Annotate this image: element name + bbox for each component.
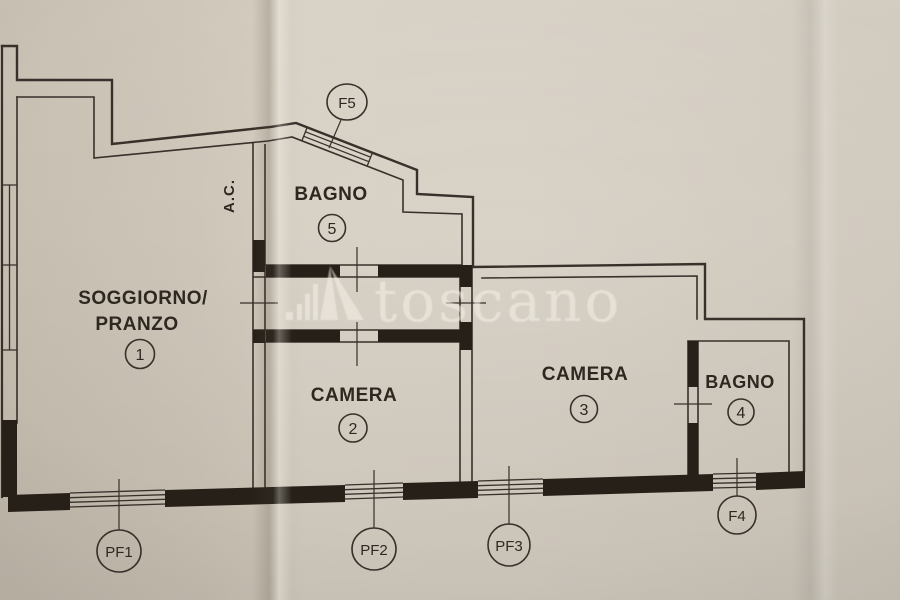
solid-wall-fills <box>2 240 805 512</box>
bagno5-wall-fill <box>266 265 340 277</box>
bagno4-wall-fill <box>688 423 698 478</box>
camera2-wall-fill <box>266 330 340 342</box>
corridor-wall-fill <box>460 322 472 350</box>
exterior-walls <box>0 44 806 499</box>
left-wall-fill <box>2 420 17 497</box>
room-camera3-label: CAMERA <box>542 364 628 385</box>
exterior-wall-inner <box>16 96 463 266</box>
divider-wall-fill <box>253 240 265 272</box>
camera3-top-wall-inner <box>481 275 698 320</box>
window-f5 <box>301 127 374 167</box>
leader-f5 <box>328 119 342 149</box>
tag-circle-pf2 <box>351 527 397 571</box>
bagno5-wall-fill <box>378 265 462 277</box>
corridor-wall-fill <box>460 265 472 287</box>
tag-circle-pf1 <box>96 529 142 573</box>
bottom-wall-segment <box>543 474 713 496</box>
window-pf3 <box>477 478 544 496</box>
bottom-wall-segment <box>165 485 345 507</box>
tag-pf1: PF1 <box>105 544 133 561</box>
room-camera3-number-circle <box>569 394 599 424</box>
wall-soggiorno-divider <box>252 143 266 494</box>
room-soggiorno-label-line2: PRANZO <box>95 314 178 335</box>
room-camera3-number: 3 <box>580 402 589 419</box>
room-camera2-number-circle <box>338 413 368 443</box>
window-pf1 <box>69 489 166 508</box>
room-soggiorno-number: 1 <box>136 347 145 364</box>
room-camera2-label: CAMERA <box>311 385 397 406</box>
room-bagno4-label: BAGNO <box>705 372 775 392</box>
window-left-wall <box>2 184 17 351</box>
ac-label: A.C. <box>221 179 238 213</box>
tag-f4: F4 <box>728 508 746 525</box>
window-f4 <box>712 472 757 489</box>
tag-pf3: PF3 <box>495 538 523 555</box>
room-bagno5-number-circle <box>317 213 347 243</box>
room-soggiorno-label-line1: SOGGIORNO/ <box>78 288 208 309</box>
bagno4-wall-inner <box>687 340 790 472</box>
tag-circle-pf3 <box>487 523 531 567</box>
tag-leaders <box>118 119 738 530</box>
tag-circle-f5 <box>326 83 368 121</box>
room-bagno5-label: BAGNO <box>294 184 367 205</box>
bottom-wall-segment <box>8 493 70 512</box>
bagno4-wall-fill <box>688 341 698 387</box>
room-soggiorno-number-circle <box>124 338 156 370</box>
tag-pf2: PF2 <box>360 542 388 559</box>
opening-tags <box>96 83 757 573</box>
bottom-wall-segment <box>403 481 478 500</box>
exterior-wall-outer <box>0 44 806 473</box>
camera2-wall-fill <box>378 330 462 342</box>
room-labels: SOGGIORNO/ PRANZO 1 BAGNO 5 CAMERA 2 CAM… <box>78 179 775 443</box>
room-camera2-number: 2 <box>349 421 358 438</box>
room-bagno4-number-circle <box>727 398 755 426</box>
divider-wall-fill <box>253 330 265 343</box>
room-bagno5-number: 5 <box>328 221 337 238</box>
opening-tag-texts: F5 PF1 PF2 PF3 F4 <box>105 95 746 561</box>
wall-camera2-camera3 <box>459 265 473 488</box>
bottom-wall-segment <box>756 471 805 490</box>
tag-f5: F5 <box>338 95 356 112</box>
tag-circle-f4 <box>717 495 757 535</box>
room-bagno4-number: 4 <box>737 405 746 422</box>
